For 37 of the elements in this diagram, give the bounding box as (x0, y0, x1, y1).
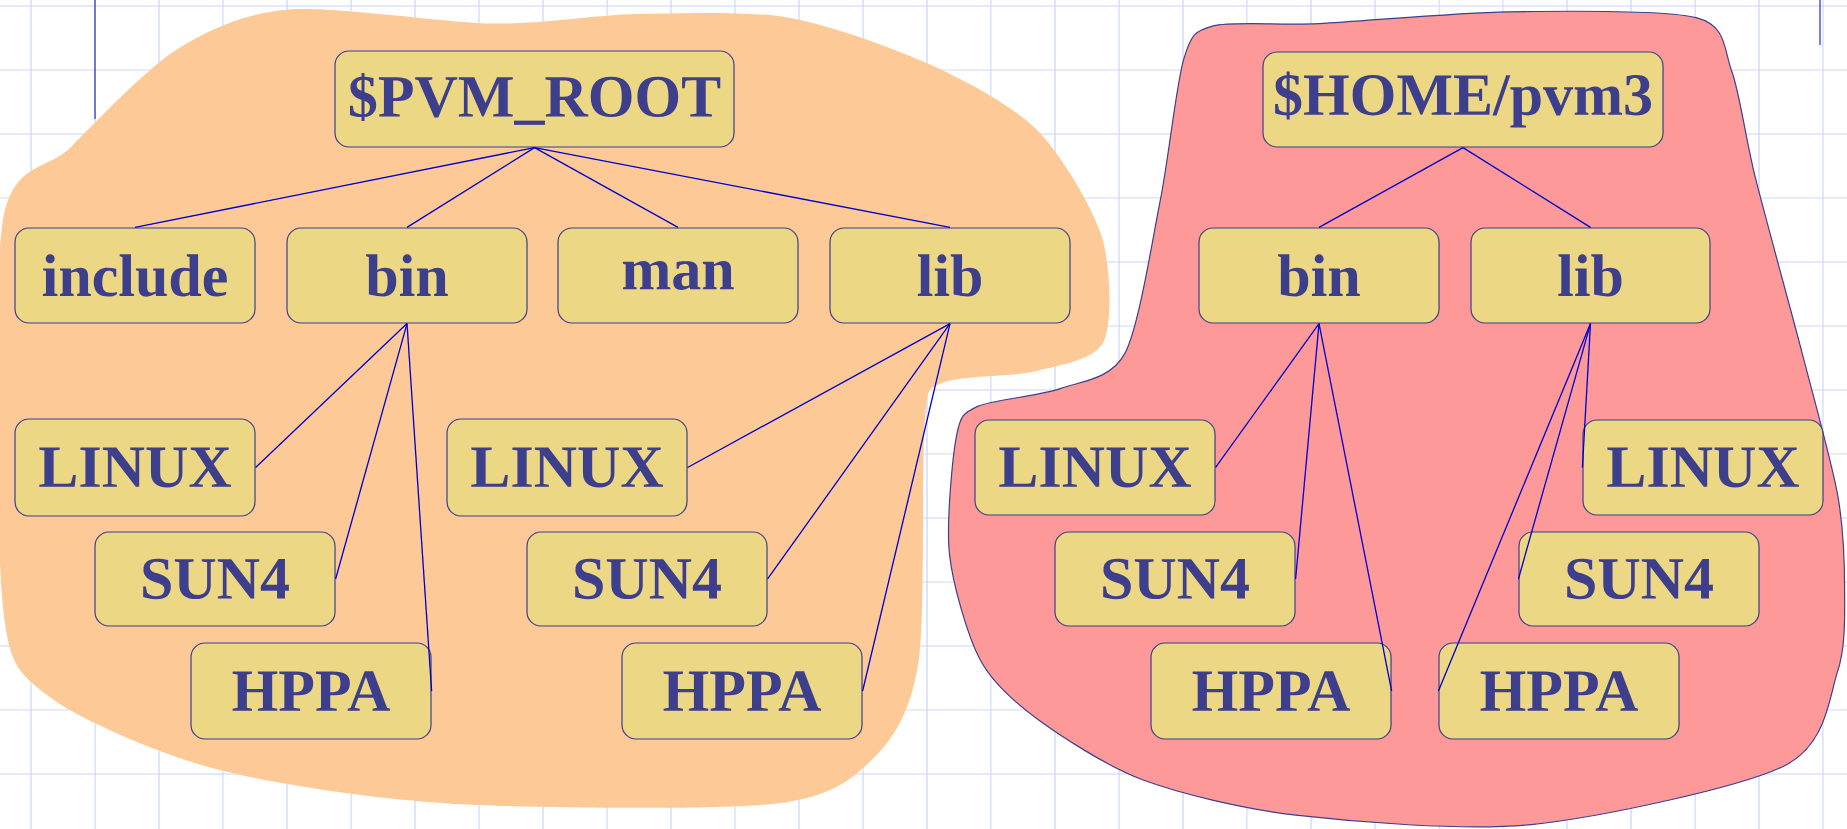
connector-line (533, 146, 679, 229)
folder-box: SUN4 (1518, 531, 1760, 627)
connector-line (1294, 322, 1320, 580)
connector-line (686, 322, 951, 469)
connector-line (533, 146, 951, 229)
folder-box: LINUX (446, 418, 688, 517)
connector-line (406, 146, 536, 229)
connector-line (334, 322, 408, 580)
connector-line (1318, 146, 1464, 229)
connector-line (766, 322, 951, 580)
folder-box: HPPA (1150, 642, 1392, 740)
connector-line (1318, 322, 1393, 692)
folder-box: man (557, 227, 799, 324)
connector-line (1437, 322, 1592, 692)
folder-box: $HOME/pvm3 (1262, 51, 1664, 148)
folder-box: LINUX (974, 419, 1216, 516)
connector-line (134, 146, 536, 229)
connector-line (1517, 322, 1592, 580)
folder-box: SUN4 (94, 531, 336, 627)
connector-line (1214, 322, 1320, 469)
folder-box: SUN4 (526, 531, 768, 627)
connector-line (406, 322, 433, 692)
folder-box: HPPA (621, 642, 863, 740)
folder-box: HPPA (190, 642, 432, 740)
folder-box: lib (829, 227, 1071, 324)
folder-box: include (14, 227, 256, 324)
folder-box: LINUX (1582, 419, 1824, 516)
folder-box: HPPA (1438, 642, 1680, 740)
connector-line (861, 322, 951, 692)
folder-box: bin (1198, 227, 1440, 324)
folder-box: LINUX (14, 418, 256, 517)
connector-line (1462, 146, 1592, 229)
folder-box: SUN4 (1054, 531, 1296, 627)
folder-box: lib (1470, 227, 1711, 324)
folder-box: bin (286, 227, 528, 324)
connector-line (254, 322, 408, 469)
folder-box: $PVM_ROOT (334, 50, 735, 148)
